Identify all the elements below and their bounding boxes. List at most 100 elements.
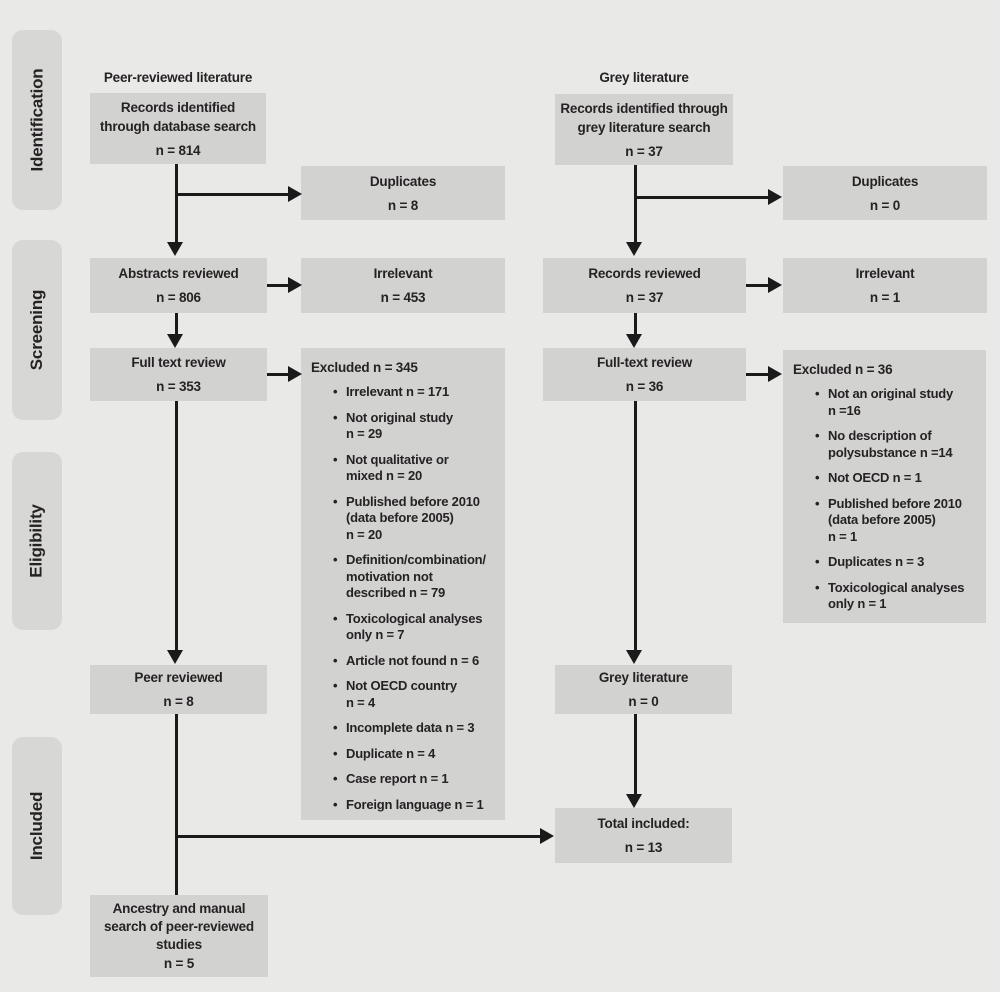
box-label: Irrelevant bbox=[855, 266, 915, 281]
box-peer-excluded: Excluded n = 345 •Irrelevant n = 171•Not… bbox=[301, 348, 505, 820]
excluded-reason-item: •No description of polysubstance n =14 bbox=[793, 428, 980, 461]
arrowhead-down-peer-fulltext bbox=[167, 334, 183, 348]
connector-peer-reviewed-to-ancestry bbox=[175, 714, 178, 895]
excluded-reason-text: Foreign language n = 1 bbox=[346, 796, 484, 812]
connector-grey-reviewed-to-irrelevant bbox=[746, 284, 768, 287]
box-label: Records reviewed bbox=[588, 266, 701, 281]
bullet-icon: • bbox=[333, 552, 338, 567]
bullet-icon: • bbox=[815, 470, 820, 485]
excluded-reason-item: •Case report n = 1 bbox=[311, 771, 499, 788]
arrowhead-down-abstracts bbox=[167, 242, 183, 256]
bullet-icon: • bbox=[333, 451, 338, 467]
connector-abstracts-to-fulltext bbox=[175, 313, 178, 334]
excluded-reason-text: Not original study n = 29 bbox=[346, 409, 453, 442]
box-label: Ancestry and manual search of peer-revie… bbox=[104, 900, 254, 952]
box-count: n = 1 bbox=[869, 290, 901, 305]
box-label: Duplicates bbox=[851, 173, 919, 189]
bullet-icon: • bbox=[333, 678, 338, 693]
excluded-reason-text: Not OECD n = 1 bbox=[828, 470, 922, 485]
excluded-reason-item: • Duplicates n = 3 bbox=[793, 554, 980, 571]
excluded-reason-item: • Not original study n = 29 bbox=[311, 410, 499, 443]
box-grey-duplicates: Duplicates n = 0 bbox=[783, 166, 987, 220]
stage-eligibility: Eligibility bbox=[12, 452, 62, 630]
box-label: Total included: bbox=[597, 816, 690, 831]
bullet-icon: • bbox=[333, 771, 338, 786]
connector-fulltext-to-peer-reviewed bbox=[175, 401, 178, 650]
box-count: n = 8 bbox=[387, 197, 419, 213]
box-count: n = 453 bbox=[380, 290, 426, 305]
box-grey-excluded: Excluded n = 36 •Not an original study n… bbox=[783, 350, 986, 623]
box-grey-full-text-review: Full-text review n = 36 bbox=[543, 348, 746, 401]
box-label: Full-text review bbox=[596, 355, 693, 370]
column-header-grey-literature: Grey literature bbox=[599, 70, 689, 85]
excluded-reason-text: Definition/combination/ motivation not d… bbox=[346, 552, 486, 600]
bullet-icon: • bbox=[333, 745, 338, 761]
box-count: n = 0 bbox=[628, 694, 659, 709]
excluded-reason-item: •Incomplete data n = 3 bbox=[311, 720, 499, 737]
bullet-icon: • bbox=[815, 554, 820, 569]
excluded-list: •Irrelevant n = 171•Not original study n… bbox=[311, 384, 499, 822]
bullet-icon: • bbox=[815, 428, 820, 443]
arrowhead-right-total-included bbox=[540, 828, 554, 844]
connector-peer-to-duplicates bbox=[176, 193, 288, 196]
excluded-reason-text: Duplicates n = 3 bbox=[828, 554, 925, 569]
box-total-included: Total included: n = 13 bbox=[555, 808, 732, 863]
connector-abstracts-to-irrelevant bbox=[267, 284, 288, 287]
stage-screening: Screening bbox=[12, 240, 62, 420]
stage-identification: Identification bbox=[12, 30, 62, 210]
box-label: Records identified through grey literatu… bbox=[560, 100, 728, 135]
arrowhead-down-peer-reviewed bbox=[167, 650, 183, 664]
arrowhead-right-peer-excluded bbox=[288, 366, 302, 382]
connector-fulltext-to-excluded bbox=[267, 373, 288, 376]
box-count: n = 0 bbox=[869, 197, 901, 213]
bullet-icon: • bbox=[333, 384, 338, 399]
arrowhead-right-peer-irrelevant bbox=[288, 277, 302, 293]
excluded-reason-item: •Toxicological analyses only n = 7 bbox=[311, 611, 499, 644]
excluded-reason-text: Published before 2010 (data before 2005)… bbox=[828, 495, 962, 544]
bullet-icon: • bbox=[333, 652, 338, 668]
box-peer-reviewed-included: Peer reviewed n = 8 bbox=[90, 665, 267, 714]
excluded-reason-item: •Not qualitative or mixed n = 20 bbox=[311, 452, 499, 485]
excluded-header: Excluded n = 345 bbox=[311, 360, 418, 375]
box-grey-irrelevant: Irrelevant n = 1 bbox=[783, 258, 987, 313]
box-count: n = 8 bbox=[163, 694, 194, 709]
box-peer-full-text-review: Full text review n = 353 bbox=[90, 348, 267, 401]
excluded-reason-item: •Foreign language n = 1 bbox=[311, 797, 499, 814]
box-grey-records-identified: Records identified through grey literatu… bbox=[555, 94, 733, 165]
excluded-reason-item: •Irrelevant n = 171 bbox=[311, 384, 499, 401]
stage-eligibility-label: Eligibility bbox=[27, 504, 46, 578]
box-grey-literature-included: Grey literature n = 0 bbox=[555, 665, 732, 714]
arrowhead-right-grey-excluded bbox=[768, 366, 782, 382]
box-count: n = 13 bbox=[624, 840, 663, 855]
box-label: Grey literature bbox=[598, 670, 689, 685]
box-label: Duplicates bbox=[369, 173, 437, 189]
box-grey-records-reviewed: Records reviewed n = 37 bbox=[543, 258, 746, 313]
box-peer-records-identified: Records identified through database sear… bbox=[90, 93, 266, 164]
excluded-list: •Not an original study n =16•No descript… bbox=[793, 386, 980, 622]
box-label: Irrelevant bbox=[373, 266, 433, 281]
connector-grey-identified-to-reviewed bbox=[634, 165, 637, 242]
bullet-icon: • bbox=[333, 409, 338, 425]
box-label: Records identified through database sear… bbox=[100, 99, 256, 134]
excluded-reason-item: • Not OECD n = 1 bbox=[793, 470, 980, 487]
connector-grey-included-to-total bbox=[634, 714, 637, 794]
excluded-reason-item: •Published before 2010 (data before 2005… bbox=[311, 494, 499, 544]
box-label: Abstracts reviewed bbox=[118, 266, 239, 281]
stage-included-label: Included bbox=[27, 791, 47, 861]
excluded-reason-item: • Duplicate n = 4 bbox=[311, 746, 499, 763]
excluded-reason-item: •Not OECD country n = 4 bbox=[311, 678, 499, 711]
excluded-reason-text: Incomplete data n = 3 bbox=[346, 720, 475, 735]
excluded-reason-item: •Toxicological analyses only n = 1 bbox=[793, 580, 980, 613]
excluded-reason-text: Published before 2010 (data before 2005)… bbox=[346, 493, 480, 542]
bullet-icon: • bbox=[333, 610, 338, 626]
box-count: n = 353 bbox=[156, 379, 201, 394]
column-header-peer-reviewed: Peer-reviewed literature bbox=[103, 70, 253, 85]
arrowhead-down-grey-reviewed bbox=[626, 242, 642, 256]
connector-peer-to-total-included bbox=[176, 835, 540, 838]
excluded-reason-text: Duplicate n = 4 bbox=[346, 745, 436, 761]
excluded-reason-item: •Published before 2010 (data before 2005… bbox=[793, 496, 980, 546]
box-count: n = 814 bbox=[155, 142, 201, 158]
arrowhead-down-grey-included bbox=[626, 650, 642, 664]
connector-grey-to-duplicates bbox=[635, 196, 768, 199]
